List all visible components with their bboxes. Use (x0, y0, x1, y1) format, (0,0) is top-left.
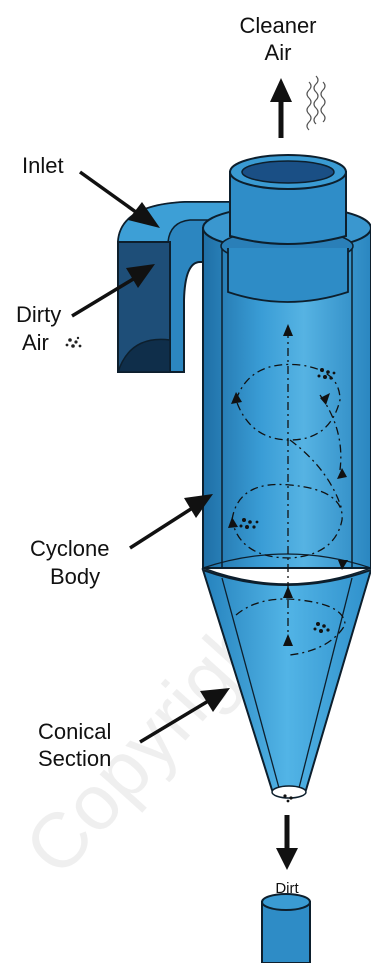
inlet-label: Inlet (22, 153, 64, 178)
cyclone-body (203, 206, 371, 584)
clean-air-wavy-icon (307, 76, 325, 130)
cleaner-air-label-line2: Air (265, 40, 292, 65)
dirty-air-particles-icon (66, 337, 82, 348)
clean-air-outlet-pipe (230, 155, 346, 244)
cyclone-body-label-line1: Cyclone (30, 536, 109, 561)
conical-section-label-line2: Section (38, 746, 111, 771)
dirty-air-label-line2: Air (22, 330, 49, 355)
cyclone-body-label-line2: Body (50, 564, 100, 589)
conical-section-label-line1: Conical (38, 719, 111, 744)
dirty-air-label-line1: Dirty (16, 302, 61, 327)
cleaner-air-up-arrow-icon (270, 78, 292, 138)
dirt-label: Dirt (275, 880, 299, 897)
dirt-collection-bin (262, 894, 310, 963)
dirt-down-arrow-icon (276, 815, 298, 870)
cleaner-air-label-line1: Cleaner (239, 13, 316, 38)
